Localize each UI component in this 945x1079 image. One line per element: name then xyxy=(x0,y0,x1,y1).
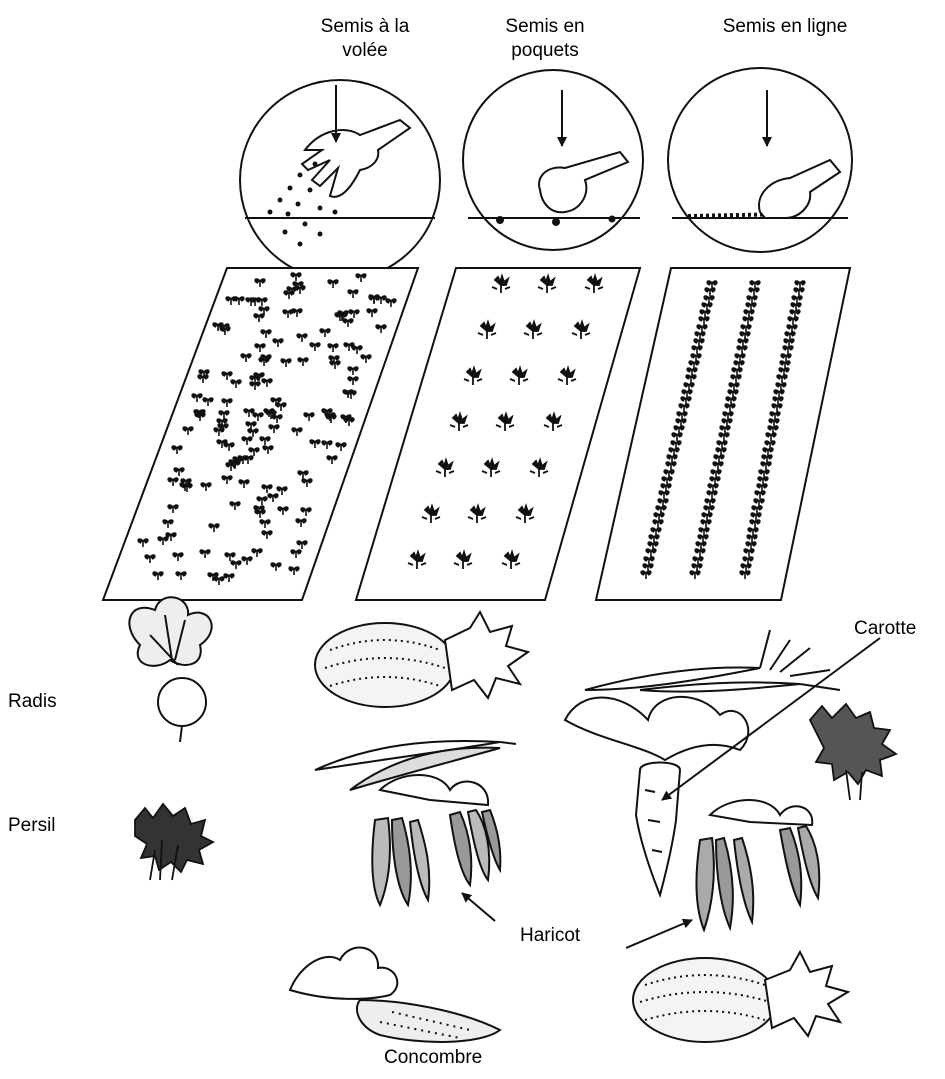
haricot-pointer-arrow-right xyxy=(626,920,692,948)
cucumber-drawing xyxy=(290,948,500,1042)
melon-bottom-drawing xyxy=(633,952,848,1042)
radish-drawing xyxy=(129,597,211,742)
magnifier-pockets xyxy=(463,70,643,250)
magnifier-rows xyxy=(668,68,852,252)
melon-drawing xyxy=(315,612,528,707)
haricot-pointer-arrow-left xyxy=(462,893,495,921)
magnifier-broadcast xyxy=(240,80,440,280)
parsley-drawing xyxy=(135,804,213,880)
parsley-right-drawing xyxy=(810,704,896,800)
carrot-bunch-drawing xyxy=(585,630,840,692)
bean-plant-left xyxy=(372,775,500,905)
bean-plant-right xyxy=(697,800,820,930)
plot-rows xyxy=(596,268,850,600)
